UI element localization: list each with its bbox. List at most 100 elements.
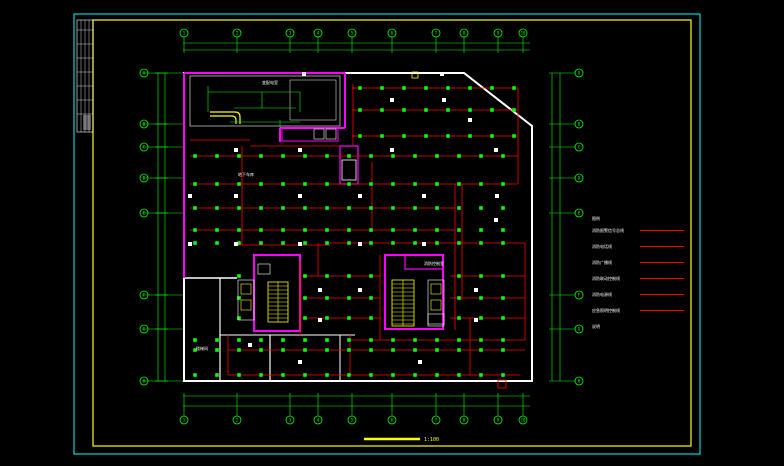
detector-symbol — [479, 274, 483, 278]
detector-symbol — [457, 274, 461, 278]
drawing.bottom_axis_labels-bubble — [232, 415, 242, 425]
drawing.right_axis_labels-bubble — [574, 119, 584, 129]
detector-symbol — [479, 373, 483, 377]
transformer-room — [189, 75, 341, 142]
detector-symbol — [413, 182, 417, 186]
detector-symbol — [347, 348, 351, 352]
detector-symbol — [193, 206, 197, 210]
detector-symbol — [457, 316, 461, 320]
detector-symbol — [259, 182, 263, 186]
detector-symbol — [259, 241, 263, 245]
drawing.right_axis_labels-label: H — [578, 379, 581, 384]
alarm-button-symbol — [418, 360, 422, 364]
inner-frame — [92, 19, 692, 447]
drawing.top_axis_labels-label: 9 — [497, 31, 500, 36]
drawing.left_axis_labels-label: A — [143, 71, 146, 76]
legend-item-label: 消防电源线 — [592, 291, 612, 297]
detector-symbol — [435, 338, 439, 342]
detector-symbol — [193, 182, 197, 186]
detector-symbol — [369, 228, 373, 232]
detector-symbol — [347, 274, 351, 278]
drawing.left_axis_labels-bubble — [139, 324, 149, 334]
detector-symbol — [281, 348, 285, 352]
detector-symbol — [446, 134, 450, 138]
legend: 图例 消防报警信号总线消防电话线消防广播线消防联动控制线消防电源线应急照明控制线… — [592, 215, 684, 329]
alarm-button-symbol — [422, 194, 426, 198]
detector-symbol — [479, 296, 483, 300]
detector-symbol — [479, 348, 483, 352]
detector-symbol — [413, 373, 417, 377]
room-label-transformer: 变配电室 — [262, 79, 278, 85]
drawing.bottom_axis_labels-label: 3 — [289, 418, 292, 423]
alarm-button-symbol — [188, 242, 192, 246]
detector-symbol — [215, 154, 219, 158]
room-label-control: 消防控制室 — [424, 260, 444, 266]
drawing.left_axis_labels-label: E — [143, 211, 146, 216]
detector-symbol — [369, 296, 373, 300]
detector-symbol — [193, 373, 197, 377]
detector-symbol — [237, 241, 241, 245]
detector-symbol — [457, 296, 461, 300]
detector-symbol — [501, 296, 505, 300]
drawing.right_axis_labels-label: A — [578, 71, 581, 76]
alarm-button-symbol — [358, 288, 362, 292]
drawing.left_axis_labels-bubble — [139, 208, 149, 218]
detector-symbol — [347, 154, 351, 158]
drawing.bottom_axis_labels-label: 2 — [236, 418, 239, 423]
drawing.right_axis_labels-label: G — [578, 327, 581, 332]
building-walls — [183, 72, 533, 382]
drawing.left_axis_labels-bubble — [139, 290, 149, 300]
drawing.right_axis_labels-bubble — [574, 208, 584, 218]
drawing.bottom_axis_labels-bubble — [285, 415, 295, 425]
detector-symbol — [501, 338, 505, 342]
detector-symbol — [347, 316, 351, 320]
drawing.bottom_axis_labels-label: 7 — [435, 418, 438, 423]
title-block — [76, 19, 94, 133]
drawing.bottom_axis_labels-bubble — [431, 415, 441, 425]
detector-symbol — [479, 316, 483, 320]
detector-symbol — [512, 134, 516, 138]
detector-symbol — [237, 274, 241, 278]
legend-item-label: 说明 — [592, 323, 600, 329]
detector-symbol — [281, 206, 285, 210]
detector-symbol — [457, 182, 461, 186]
legend-item-label: 应急照明控制线 — [592, 307, 620, 313]
detector-symbol — [325, 296, 329, 300]
detector-symbol — [369, 274, 373, 278]
detector-symbol — [413, 241, 417, 245]
detector-symbol — [479, 206, 483, 210]
detector-symbol — [369, 348, 373, 352]
detector-symbol — [490, 108, 494, 112]
detector-symbol — [281, 338, 285, 342]
drawing.top_axis_labels-label: 1 — [183, 31, 186, 36]
detector-symbol — [402, 134, 406, 138]
alarm-button-symbol — [188, 194, 192, 198]
legend-item-label: 消防电话线 — [592, 243, 612, 249]
drawing.top_axis_labels-label: 8 — [463, 31, 466, 36]
detector-symbol — [457, 154, 461, 158]
alarm-button-symbol — [494, 148, 498, 152]
drawing.top_axis_labels-label: 6 — [391, 31, 394, 36]
drawing.right_axis_labels-bubble — [574, 142, 584, 152]
detector-symbol — [325, 154, 329, 158]
alarm-button-symbol — [234, 194, 238, 198]
detector-symbol — [281, 154, 285, 158]
drawing.bottom_axis_labels-label: 8 — [463, 418, 466, 423]
drawing.left_axis_labels-bubble — [139, 119, 149, 129]
drawing.top_axis_labels-bubble — [179, 28, 189, 38]
detector-symbol — [501, 348, 505, 352]
detector-symbol — [446, 108, 450, 112]
drawing.top_axis_labels-bubble — [313, 28, 323, 38]
detector-symbol — [391, 182, 395, 186]
detector-symbol — [193, 338, 197, 342]
drawing.left_axis_labels-bubble — [139, 142, 149, 152]
detector-symbol — [281, 373, 285, 377]
detector-symbol — [501, 373, 505, 377]
detector-symbol — [380, 134, 384, 138]
drawing.top_axis_labels-bubble — [493, 28, 503, 38]
alarm-button-symbol — [494, 218, 498, 222]
drawing.right_axis_labels-bubble — [574, 324, 584, 334]
drawing.bottom_axis_labels-bubble — [518, 415, 528, 425]
